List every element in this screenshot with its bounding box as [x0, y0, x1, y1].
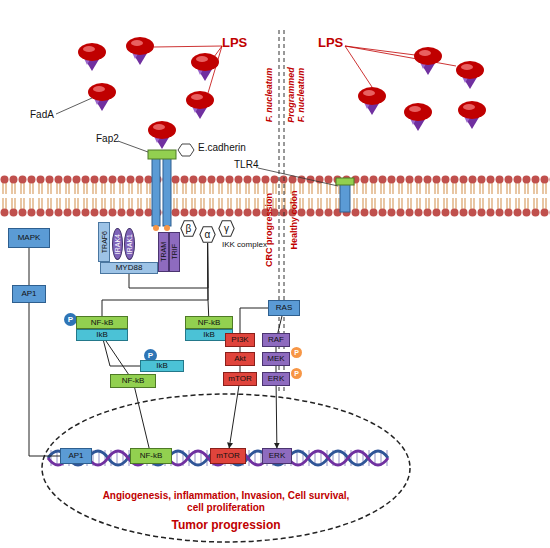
node-text: NF-kB	[91, 319, 114, 327]
dna-bound-factor: mTOR	[210, 448, 246, 464]
node-text: MYD88	[116, 264, 143, 272]
kinase-box: ERK	[262, 372, 290, 386]
complex-label: IKK complex	[222, 241, 267, 249]
kinase-oval: IRAK4	[112, 228, 123, 260]
hexagon-outline	[219, 221, 234, 236]
ikb-box: IkB	[140, 360, 184, 372]
tlr4-receptor	[148, 121, 354, 231]
kinase-box: Akt	[225, 352, 255, 366]
node-text: mTOR	[216, 452, 239, 460]
kinase-box: MEK	[262, 352, 290, 366]
node-text: α	[205, 230, 211, 240]
node-text: IkB	[203, 331, 215, 339]
ikb-box: IkB	[76, 329, 128, 341]
ikk-subunit: α	[199, 226, 216, 243]
node-text: IRAK4	[114, 234, 121, 254]
kinase-box: mTOR	[223, 372, 257, 386]
kinase-oval: IRAK1	[124, 228, 135, 260]
condition-label: F. nucleatum	[264, 68, 274, 123]
adaptor-box: TRAM	[158, 232, 169, 272]
nfkb-box: NF-kB	[110, 374, 156, 388]
node-text: ERK	[269, 452, 285, 460]
connector-line	[240, 308, 268, 333]
lps-label: LPS	[318, 36, 343, 49]
adaptor-box: TRAF6	[98, 222, 110, 262]
connector-line	[208, 243, 209, 316]
kinase-box: RAF	[262, 333, 290, 347]
node-text: NF-kB	[140, 452, 163, 460]
dna-bound-factor: ERK	[262, 448, 292, 464]
node-text: RAS	[276, 304, 292, 312]
ikk-subunit: β	[180, 220, 197, 237]
node-text: RAF	[268, 336, 284, 344]
node-text: β	[186, 224, 192, 234]
protein-label: E.cadherin	[198, 143, 246, 153]
nucleus-ellipse: Angiogenesis, inflammation, Invasion, Ce…	[40, 392, 412, 544]
node-text: TRAF6	[101, 231, 108, 253]
adaptor-box: TRIF	[169, 232, 180, 272]
bacteria	[78, 37, 486, 131]
nfkb-box: NF-kB	[76, 316, 128, 329]
node-text: TRIF	[171, 244, 178, 260]
condition-label: CRC progression	[264, 193, 274, 267]
connector-line	[29, 248, 30, 285]
node-text: IkB	[156, 362, 168, 370]
phospho-circle: P	[291, 368, 302, 379]
node-text: NF-kB	[198, 319, 221, 327]
node-text: IRAK1	[126, 234, 133, 254]
node-text: IkB	[96, 331, 108, 339]
connector-line	[135, 388, 149, 448]
kinase-box: MAPK	[8, 228, 50, 248]
dna-bound-factor: AP1	[60, 448, 92, 464]
node-text: mTOR	[228, 375, 251, 383]
receptor-label: TLR4	[234, 160, 258, 170]
node-text: PI3K	[231, 336, 248, 344]
outcome-title: Tumor progression	[136, 518, 316, 532]
connector-line	[276, 386, 278, 448]
lps-label: LPS	[222, 36, 247, 49]
nucleus-outline	[42, 394, 410, 542]
dna-bound-factor: NF-kB	[130, 448, 172, 464]
connector-line	[106, 341, 128, 374]
kinase-box: PI3K	[225, 333, 255, 347]
cell-membrane	[0, 175, 550, 217]
node-text: P	[294, 349, 299, 356]
adaptor-box: MYD88	[100, 262, 158, 274]
connector-line	[29, 303, 60, 456]
node-text: P	[68, 316, 73, 324]
node-text: NF-kB	[122, 377, 145, 385]
phospho-circle: P	[291, 347, 302, 358]
ecadherin-symbol	[178, 144, 194, 156]
protein-label: Fap2	[96, 134, 119, 144]
transcription-factor-box: AP1	[12, 285, 46, 303]
node-text: Akt	[234, 355, 246, 363]
hexagon-outline	[200, 227, 215, 242]
node-text: P	[148, 352, 153, 360]
node-text: P	[294, 370, 299, 377]
nfkb-box: NF-kB	[185, 316, 233, 329]
ikk-subunit: γ	[218, 220, 235, 237]
node-text: TRAM	[160, 242, 167, 262]
condition-label: Programmed F. nucleatum	[286, 63, 306, 127]
node-text: AP1	[68, 452, 83, 460]
node-text: ERK	[268, 375, 284, 383]
node-text: γ	[224, 224, 229, 234]
ras-box: RAS	[268, 300, 300, 316]
protein-label: FadA	[30, 110, 54, 120]
connector-line	[229, 386, 239, 448]
hexagon-outline	[181, 221, 196, 236]
node-text: MAPK	[18, 234, 41, 242]
condition-label: Healthy colon	[289, 190, 299, 249]
connector-line	[278, 316, 282, 333]
node-text: AP1	[21, 290, 36, 298]
node-text: MEK	[267, 355, 284, 363]
outcome-text: Angiogenesis, inflammation, Invasion, Ce…	[101, 490, 351, 514]
